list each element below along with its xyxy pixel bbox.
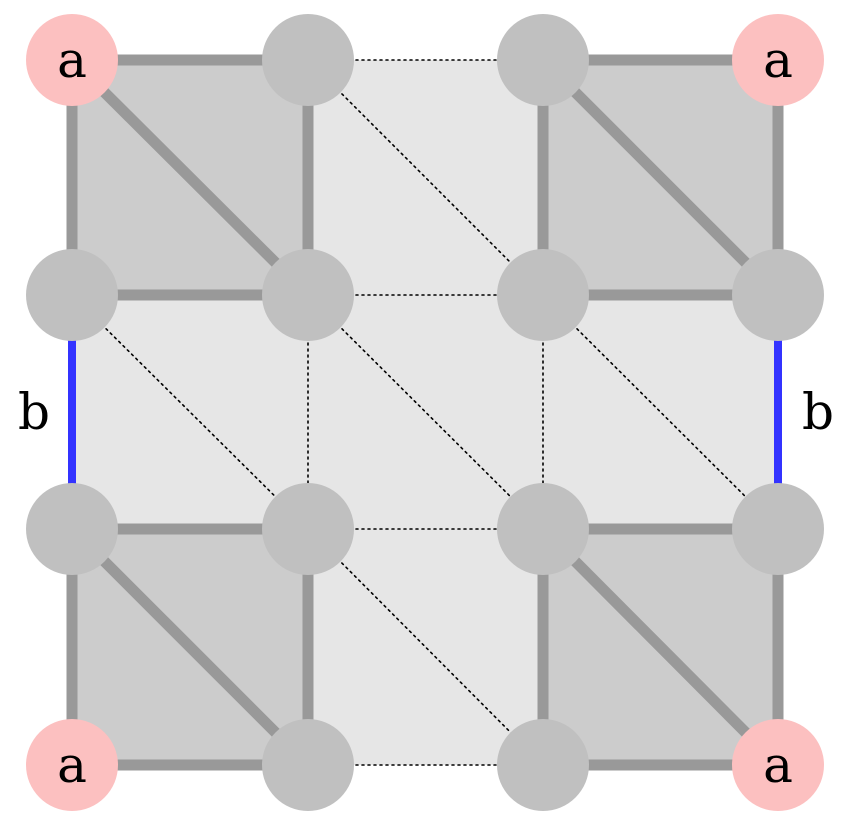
grid-node [262, 483, 354, 575]
grid-node [732, 483, 824, 575]
solid-edge [68, 56, 312, 299]
grid-node [497, 719, 589, 811]
grid-node [497, 483, 589, 575]
dotted-edge [542, 294, 779, 530]
corner-node-label: a [763, 31, 793, 89]
dotted-edge [71, 294, 309, 530]
dotted-edge [307, 294, 544, 530]
corner-node-label: a [57, 31, 87, 89]
grid-node [26, 483, 118, 575]
boundary-label-right: b [802, 383, 834, 441]
grid-node [497, 14, 589, 106]
solid-edge [539, 56, 782, 299]
corner-node [732, 719, 824, 811]
grid-node [732, 249, 824, 341]
grid-node [262, 249, 354, 341]
grid-node [262, 14, 354, 106]
grid-node [497, 249, 589, 341]
corner-node-label: a [763, 736, 793, 794]
vertices: a a a a [26, 14, 824, 811]
grid-node [26, 249, 118, 341]
dotted-edge [307, 59, 544, 296]
boundary-label-left: b [18, 383, 50, 441]
solid-edge [68, 525, 312, 769]
corner-node [732, 14, 824, 106]
dotted-edge [307, 528, 544, 766]
grid-node [262, 719, 354, 811]
corner-node-label: a [57, 736, 87, 794]
solid-edge [539, 525, 782, 769]
corner-node [26, 719, 118, 811]
corner-node [26, 14, 118, 106]
dotted-edges [71, 59, 779, 766]
